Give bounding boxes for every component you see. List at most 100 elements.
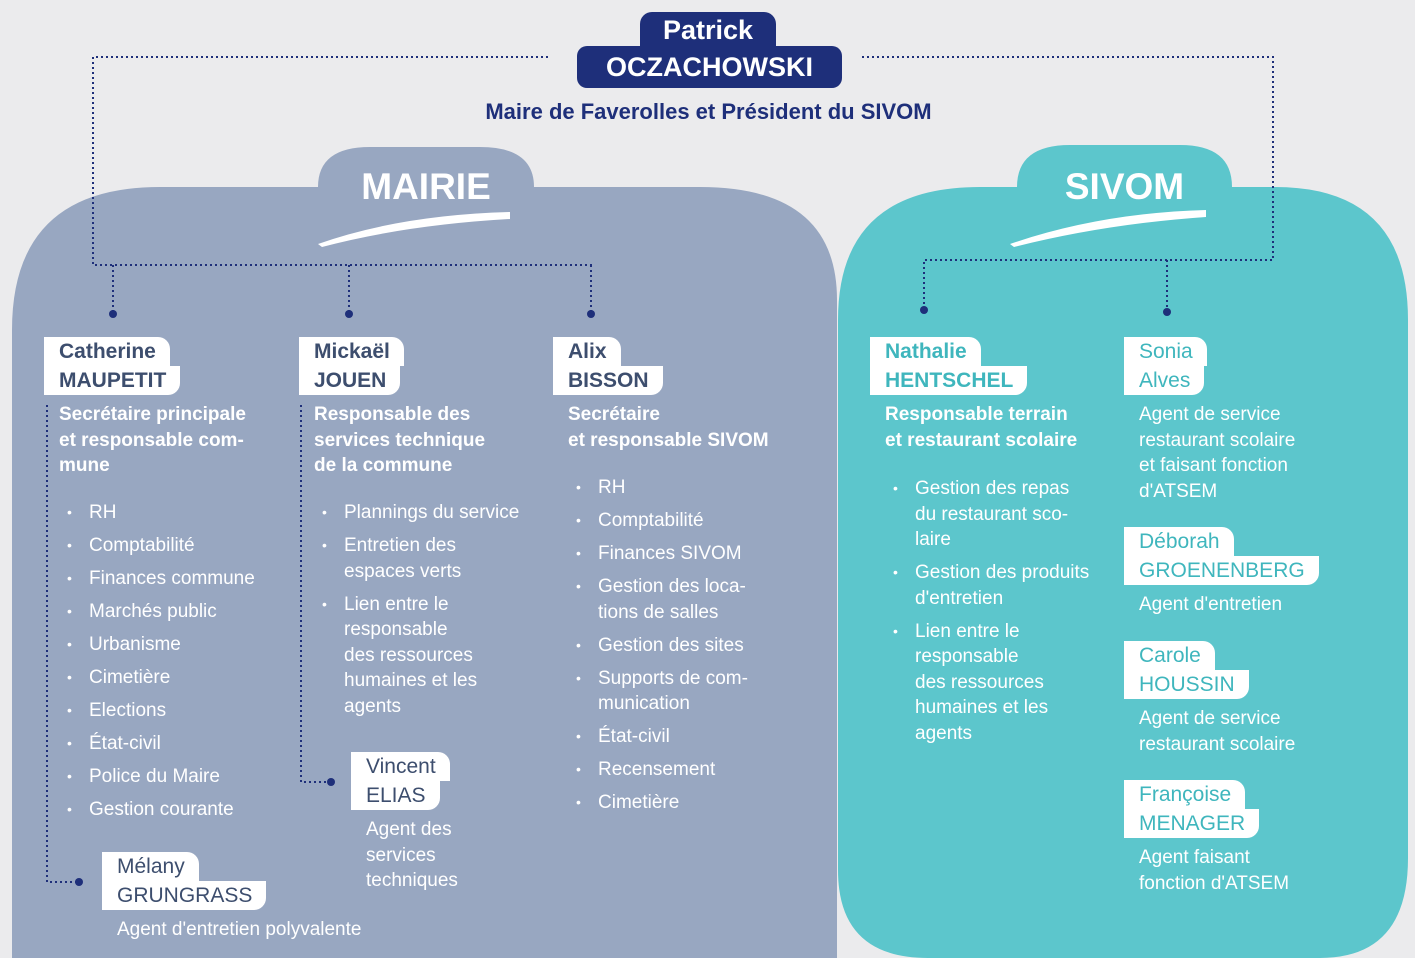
item-line: Recensement <box>598 759 716 780</box>
item-line: Comptabilité <box>598 510 704 531</box>
role-line: Responsable terrain <box>885 404 1068 425</box>
melany-name-badge: Mélany GRUNGRASS <box>102 852 267 910</box>
role-line: Agent faisant <box>1139 847 1250 868</box>
list-item: État-civil <box>568 724 748 750</box>
item-line: des ressources <box>915 671 1044 693</box>
catherine-task-list: RH Comptabilité Finances commune Marchés… <box>59 500 255 830</box>
item-line: RH <box>598 477 626 498</box>
vincent-name-badge: Vincent ELIAS <box>351 752 450 810</box>
mayor-last-name: OCZACHOWSKI <box>577 46 842 88</box>
last-name: MENAGER <box>1124 809 1260 838</box>
item-line: munication <box>598 693 690 714</box>
mickael-task-list: Plannings du service Entretien desespace… <box>314 500 519 727</box>
role-line: restaurant scolaire <box>1139 429 1296 451</box>
mayor-first-name: Patrick <box>662 15 754 45</box>
list-item: Recensement <box>568 757 748 783</box>
nathalie-role: Responsable terrain et restaurant scolai… <box>885 402 1077 453</box>
item-line: espaces verts <box>344 560 462 582</box>
item-line: Supports de com- <box>598 667 748 689</box>
first-name: Mickaël <box>299 337 404 366</box>
list-item: Elections <box>59 698 255 724</box>
item-line: d'entretien <box>915 587 1004 609</box>
role-line: Agent d'entretien <box>1139 594 1283 615</box>
catherine-role: Secrétaire principale et responsable com… <box>59 402 246 479</box>
vincent-role: Agent des services techniques <box>366 817 458 894</box>
last-name: GRUNGRASS <box>102 881 267 910</box>
item-line: Gestion des loca- <box>598 576 746 597</box>
list-item: Finances commune <box>59 566 255 592</box>
item-line: Lien entre le <box>344 593 449 615</box>
list-item: Marchés public <box>59 599 255 625</box>
sonia-name-badge: Sonia Alves <box>1124 337 1207 395</box>
item-line: laire <box>915 529 951 550</box>
first-name: Catherine <box>44 337 170 366</box>
role-line: services technique <box>314 429 486 451</box>
item-line: Cimetière <box>598 792 680 813</box>
role-line: Responsable des <box>314 404 471 425</box>
last-name: MAUPETIT <box>44 366 181 395</box>
role-line: fonction d'ATSEM <box>1139 872 1290 894</box>
list-item: Comptabilité <box>59 533 255 559</box>
alix-task-list: RH Comptabilité Finances SIVOM Gestion d… <box>568 475 748 823</box>
role-line: techniques <box>366 870 458 891</box>
first-name: Alix <box>553 337 621 366</box>
top-name-tab <box>640 12 776 48</box>
list-item: RH <box>568 475 748 501</box>
mayor-title: Maire de Faverolles et Président du SIVO… <box>485 99 932 124</box>
list-item: Urbanisme <box>59 632 255 658</box>
mickael-name-badge: Mickaël JOUEN <box>299 337 404 395</box>
last-name: HOUSSIN <box>1124 670 1249 699</box>
role-line: de la commune <box>314 455 453 476</box>
role-line: Secrétaire <box>568 404 660 425</box>
connector-lines <box>46 56 1274 883</box>
alix-name-badge: Alix BISSON <box>553 337 663 395</box>
item-line: Gestion des sites <box>598 634 744 656</box>
role-line: restaurant scolaire <box>1139 733 1296 755</box>
carole-role: Agent de service restaurant scolaire <box>1139 706 1295 757</box>
role-line: Agent de service <box>1139 708 1281 729</box>
nathalie-name-badge: Nathalie HENTSCHEL <box>870 337 1028 395</box>
role-line: Agent des <box>366 819 452 840</box>
role-line: mune <box>59 455 110 476</box>
item-line: des ressources <box>344 644 473 666</box>
list-item: RH <box>59 500 255 526</box>
item-line: agents <box>915 722 973 744</box>
list-item: État-civil <box>59 731 255 757</box>
mickael-role: Responsable des services technique de la… <box>314 402 485 479</box>
list-item: Gestion des sites <box>568 633 748 659</box>
item-line: humaines et les <box>344 670 478 691</box>
item-line: du restaurant sco- <box>915 503 1069 525</box>
mairie-brush-stroke <box>318 212 510 247</box>
list-item: Finances SIVOM <box>568 541 748 567</box>
item-line: État-civil <box>598 726 670 747</box>
last-name: HENTSCHEL <box>870 366 1028 395</box>
mairie-heading: MAIRIE <box>361 166 491 207</box>
item-line: responsable <box>915 646 1019 667</box>
list-item: Comptabilité <box>568 508 748 534</box>
item-line: tions de salles <box>598 601 719 623</box>
last-name: JOUEN <box>299 366 401 395</box>
role-line: Secrétaire principale <box>59 404 246 425</box>
item-line: responsable <box>344 619 448 640</box>
list-item: Gestion courante <box>59 797 255 823</box>
first-name: Sonia <box>1124 337 1207 366</box>
role-line: et responsable SIVOM <box>568 429 769 451</box>
list-item: Lien entre le responsable des ressources hu… <box>314 592 519 720</box>
connector-dots <box>75 306 1171 886</box>
francoise-name-badge: Françoise MENAGER <box>1124 780 1260 838</box>
list-item: Plannings du service <box>314 500 519 526</box>
melany-role: Agent d'entretien polyvalente <box>117 917 361 943</box>
role-line: et restaurant scolaire <box>885 429 1078 451</box>
first-name: Carole <box>1124 641 1215 670</box>
deborah-name-badge: Déborah GROENENBERG <box>1124 527 1319 585</box>
list-item: Supports de com-munication <box>568 666 748 717</box>
alix-role: Secrétaire et responsable SIVOM <box>568 402 769 453</box>
list-item: Police du Maire <box>59 764 255 790</box>
sonia-role: Agent de service restaurant scolaire et … <box>1139 402 1295 504</box>
last-name: ELIAS <box>351 781 440 810</box>
